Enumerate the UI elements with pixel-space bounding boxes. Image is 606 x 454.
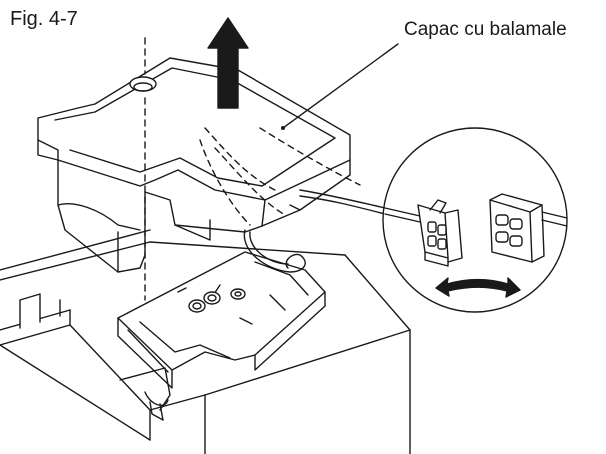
hinged-cover-label: Capac cu balamale [404, 19, 567, 40]
machine-base [0, 230, 410, 454]
cable-leader [300, 190, 385, 208]
double-arrow-icon [436, 278, 520, 297]
hidden-cable-path [200, 128, 285, 225]
hinged-cover [38, 58, 350, 272]
figure-label: Fig. 4-7 [10, 8, 78, 30]
hinge-bracket-plate [118, 252, 325, 388]
connector-detail [383, 128, 567, 312]
hidden-cable-path-b [260, 128, 360, 185]
up-arrow-icon [208, 18, 248, 108]
callout-leader [283, 44, 398, 128]
cable-loop-inner [250, 232, 288, 264]
cable-loop [244, 230, 305, 272]
